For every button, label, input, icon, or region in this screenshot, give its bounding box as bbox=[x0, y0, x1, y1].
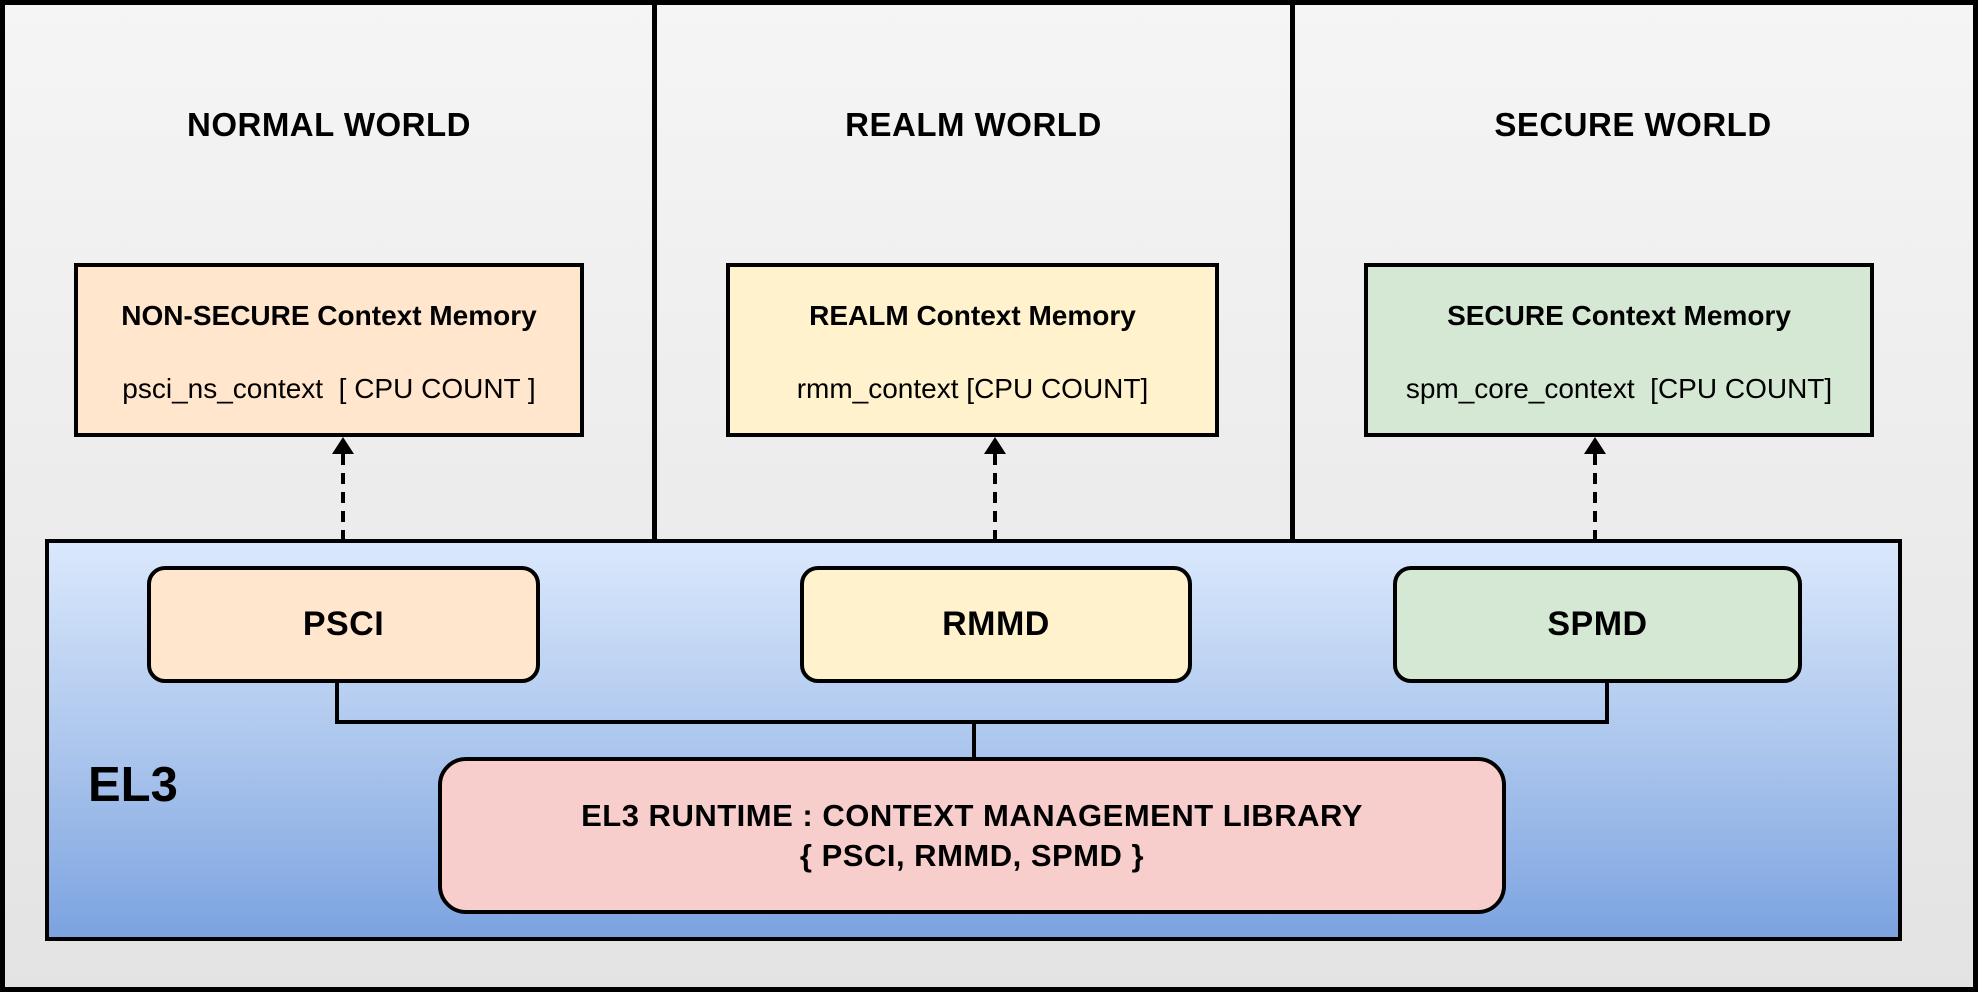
world-divider-normal-realm bbox=[652, 0, 657, 542]
connector-drop-line bbox=[972, 720, 976, 761]
el3-runtime-box: EL3 RUNTIME : CONTEXT MANAGEMENT LIBRARY… bbox=[438, 757, 1506, 914]
el3-box: EL3 PSCI RMMD SPMD EL3 RUNTIME : CONTEXT… bbox=[45, 539, 1902, 941]
arrow-up-icon bbox=[332, 437, 354, 454]
runtime-box-line1: EL3 RUNTIME : CONTEXT MANAGEMENT LIBRARY bbox=[581, 797, 1363, 833]
dashed-connector-line bbox=[341, 454, 345, 550]
non-secure-context-memory-box: NON-SECURE Context Memory psci_ns_contex… bbox=[74, 263, 584, 437]
runtime-box-line2: { PSCI, RMMD, SPMD } bbox=[799, 837, 1145, 873]
psci-connector-stub bbox=[335, 683, 339, 724]
dashed-connector-line bbox=[993, 454, 997, 550]
dashed-connector-line bbox=[1593, 454, 1597, 550]
psci-label: PSCI bbox=[302, 605, 385, 643]
realm-context-memory-box: REALM Context Memory rmm_context [CPU CO… bbox=[726, 263, 1219, 437]
psci-box: PSCI bbox=[147, 566, 540, 683]
normal-world-title: NORMAL WORLD bbox=[186, 106, 472, 143]
secure-context-memory-box: SECURE Context Memory spm_core_context [… bbox=[1364, 263, 1874, 437]
memory-box-title: REALM Context Memory bbox=[809, 300, 1136, 331]
realm-world-title: REALM WORLD bbox=[845, 106, 1102, 143]
el3-label: EL3 bbox=[88, 758, 178, 812]
memory-box-title: SECURE Context Memory bbox=[1447, 300, 1791, 331]
rmmd-box: RMMD bbox=[800, 566, 1192, 683]
arrow-up-icon bbox=[1584, 437, 1606, 454]
spmd-box: SPMD bbox=[1393, 566, 1802, 683]
memory-box-value: rmm_context [CPU COUNT] bbox=[796, 373, 1149, 404]
world-divider-realm-secure bbox=[1290, 0, 1295, 542]
spmd-label: SPMD bbox=[1547, 605, 1648, 643]
secure-world-title: SECURE WORLD bbox=[1494, 106, 1772, 143]
memory-box-value: psci_ns_context [ CPU COUNT ] bbox=[122, 373, 536, 404]
rmmd-label: RMMD bbox=[942, 605, 1050, 643]
arrow-up-icon bbox=[984, 437, 1006, 454]
memory-box-title: NON-SECURE Context Memory bbox=[121, 300, 537, 331]
memory-box-value: spm_core_context [CPU COUNT] bbox=[1405, 373, 1833, 404]
spmd-connector-stub bbox=[1605, 683, 1609, 724]
